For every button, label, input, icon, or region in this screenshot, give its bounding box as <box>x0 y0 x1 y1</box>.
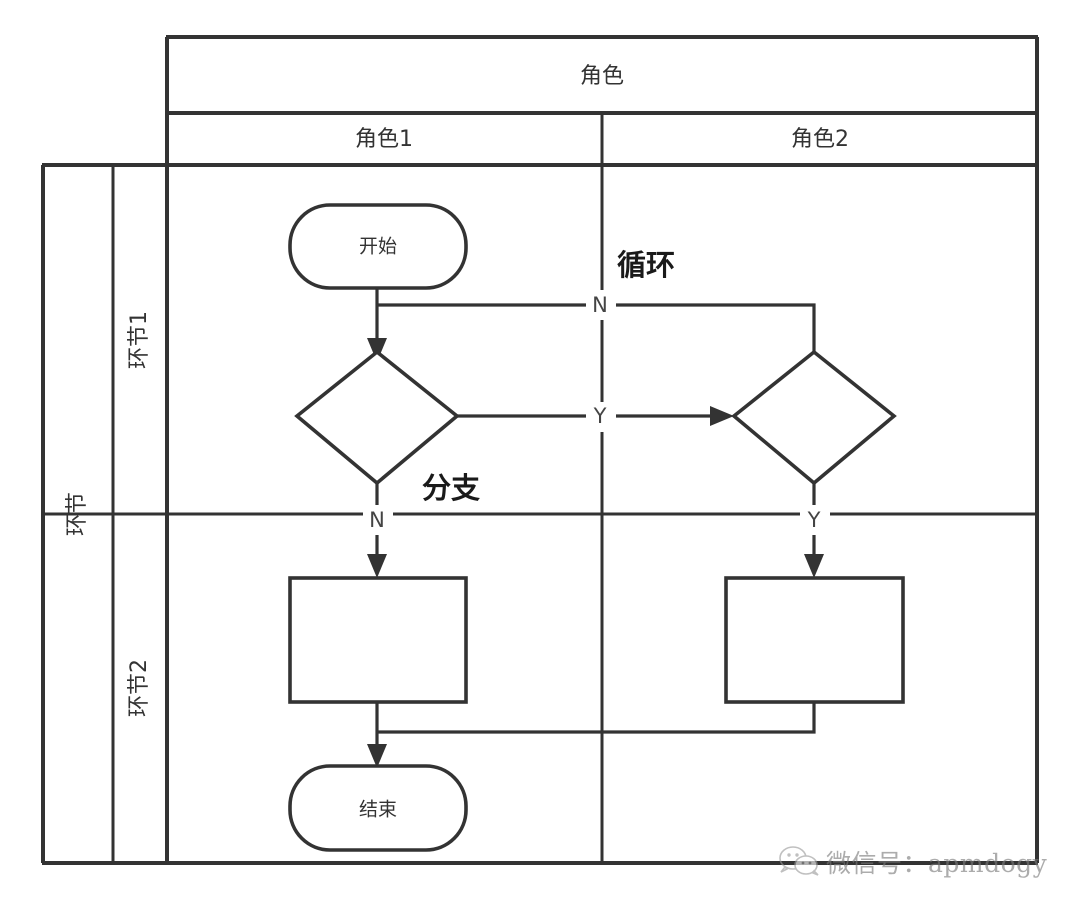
node-process2-shape[interactable] <box>724 576 905 704</box>
arrowhead-decision2-yes <box>804 554 824 578</box>
node-process1[interactable] <box>288 576 468 704</box>
edge-labels: N Y N Y <box>363 290 830 535</box>
edge-label-branch-y: Y <box>593 404 607 428</box>
label-mask-branch-y <box>586 402 616 432</box>
node-decision1-shape[interactable] <box>294 349 460 486</box>
row-group-title: 环节 <box>65 492 90 536</box>
node-decision2-shape[interactable] <box>731 349 897 486</box>
label-mask-branch-n <box>363 505 393 535</box>
edge-label-decision2-y: Y <box>807 508 821 532</box>
node-process1-shape[interactable] <box>288 576 468 704</box>
annotation-branch: 分支 <box>422 471 480 505</box>
swimlane-grid <box>41 35 1039 865</box>
node-start-label: 开始 <box>359 236 397 258</box>
edge-loop-to-decision2 <box>377 303 816 352</box>
label-mask-loop-n <box>586 290 616 320</box>
node-start-shape[interactable] <box>288 203 468 290</box>
row-header-phase1: 环节1 <box>127 311 152 369</box>
column-header-role2: 角色2 <box>791 127 849 152</box>
label-mask-decision2-y <box>800 505 830 535</box>
node-decision1[interactable] <box>294 349 460 486</box>
edge-label-branch-n: N <box>369 508 385 532</box>
annotation-loop: 循环 <box>617 248 675 282</box>
arrowhead-process1-to-end <box>367 744 387 768</box>
node-end-label: 结束 <box>359 799 397 821</box>
arrowhead-decision1-yes <box>710 406 734 426</box>
node-process2[interactable] <box>724 576 905 704</box>
column-header-role1: 角色1 <box>355 127 413 152</box>
edge-process2-to-end <box>377 702 816 734</box>
node-end[interactable]: 结束 <box>288 764 468 852</box>
edge-label-loop-n: N <box>592 293 608 317</box>
column-group-title: 角色 <box>580 64 624 89</box>
arrowhead-decision1-no <box>367 554 387 578</box>
row-header-phase2: 环节2 <box>127 659 152 717</box>
node-end-shape[interactable] <box>288 764 468 852</box>
node-decision2[interactable] <box>731 349 897 486</box>
node-start[interactable]: 开始 <box>288 203 468 290</box>
